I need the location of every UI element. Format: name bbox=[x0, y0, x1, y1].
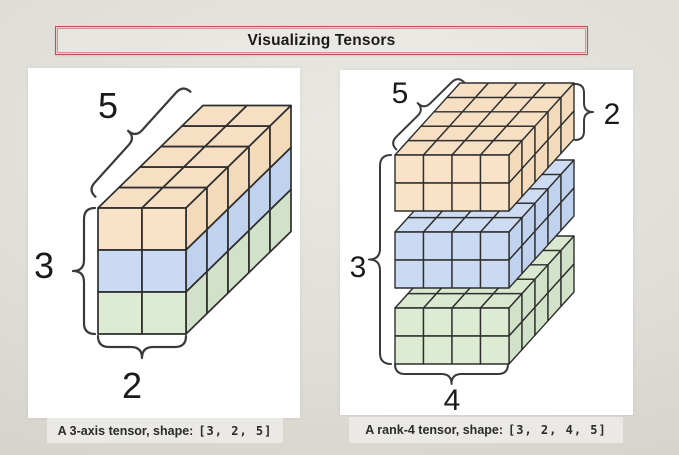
right-caption: A rank-4 tensor, shape: [3, 2, 4, 5] bbox=[349, 417, 623, 443]
front-face-cell bbox=[394, 335, 425, 365]
front-face-cell bbox=[394, 307, 425, 337]
front-face-cell bbox=[422, 231, 453, 261]
right-slabs-label: 3 bbox=[350, 251, 367, 284]
right-height-label: 2 bbox=[604, 98, 621, 131]
front-face-cell bbox=[422, 154, 453, 184]
depth-brace bbox=[90, 87, 192, 198]
front-face-cell bbox=[141, 291, 187, 335]
side-face-cell bbox=[269, 188, 292, 253]
front-face-cell bbox=[422, 182, 453, 212]
rank-4-tensor-diagram: 5 2 3 4 bbox=[350, 77, 621, 415]
front-face-cell bbox=[479, 154, 510, 184]
front-face-cell bbox=[479, 335, 510, 365]
depth-brace bbox=[392, 78, 466, 151]
height-brace bbox=[574, 83, 594, 141]
left-figure-panel: 5 3 2 bbox=[28, 68, 300, 418]
front-face-cell bbox=[451, 307, 482, 337]
front-face-cell bbox=[479, 231, 510, 261]
cols-brace bbox=[96, 334, 188, 360]
left-depth-label: 5 bbox=[98, 85, 118, 126]
front-face-cell bbox=[422, 335, 453, 365]
side-face-cell bbox=[560, 263, 575, 308]
front-face-cell bbox=[451, 231, 482, 261]
right-figure-panel: 5 2 3 4 bbox=[340, 70, 633, 415]
left-caption-text: A 3-axis tensor, shape: bbox=[57, 423, 194, 438]
front-face-cell bbox=[451, 259, 482, 289]
side-face-cell bbox=[560, 187, 575, 232]
front-face-cell bbox=[97, 249, 143, 293]
title-box: Visualizing Tensors bbox=[55, 26, 588, 55]
tensor-slabs-geometry bbox=[368, 78, 594, 385]
front-face-cell bbox=[394, 182, 425, 212]
front-face-cell bbox=[479, 307, 510, 337]
page-title: Visualizing Tensors bbox=[247, 31, 396, 49]
right-depth-label: 5 bbox=[392, 77, 409, 110]
front-face-cell bbox=[97, 207, 143, 251]
right-caption-shape: [3, 2, 4, 5] bbox=[508, 423, 607, 437]
front-face-cell bbox=[394, 154, 425, 184]
front-face-cell bbox=[451, 182, 482, 212]
front-face-cell bbox=[141, 249, 187, 293]
front-face-cell bbox=[97, 291, 143, 335]
front-face-cell bbox=[422, 259, 453, 289]
side-face-cell bbox=[560, 110, 575, 155]
front-face-cell bbox=[394, 259, 425, 289]
front-face-cell bbox=[422, 307, 453, 337]
front-face-cell bbox=[394, 231, 425, 261]
left-caption: A 3-axis tensor, shape: [3, 2, 5] bbox=[47, 418, 283, 443]
cols-brace bbox=[394, 363, 509, 385]
three-axis-tensor-diagram: 5 3 2 bbox=[34, 85, 292, 406]
front-face-cell bbox=[451, 335, 482, 365]
front-face-cell bbox=[451, 154, 482, 184]
left-caption-shape: [3, 2, 5] bbox=[198, 423, 273, 438]
right-caption-text: A rank-4 tensor, shape: bbox=[365, 423, 504, 437]
slabs-brace bbox=[368, 154, 392, 365]
front-face-cell bbox=[479, 259, 510, 289]
left-cols-label: 2 bbox=[122, 365, 142, 406]
tensor-cube-geometry bbox=[71, 87, 292, 360]
front-face-cell bbox=[479, 182, 510, 212]
left-rows-label: 3 bbox=[34, 245, 54, 286]
front-face-cell bbox=[141, 207, 187, 251]
right-cols-label: 4 bbox=[444, 384, 461, 415]
rows-brace bbox=[71, 206, 97, 336]
